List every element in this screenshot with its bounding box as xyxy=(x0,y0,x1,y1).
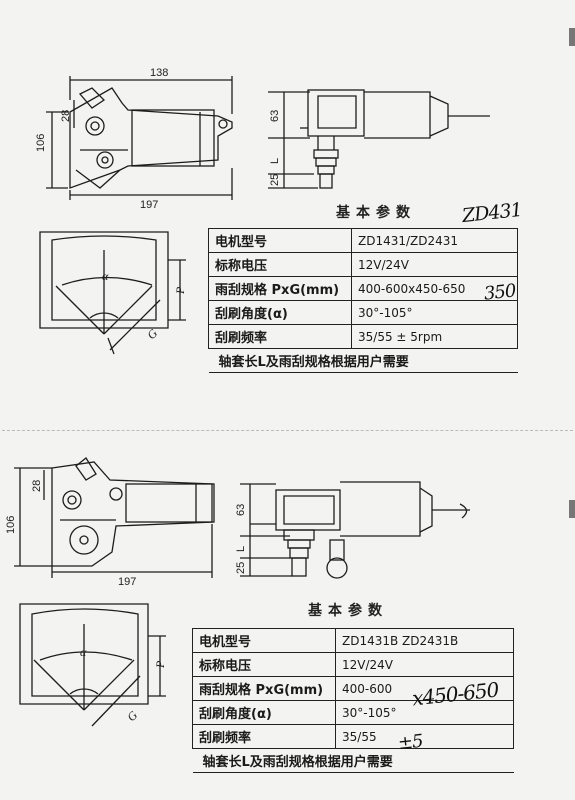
dim-side-25-1: 25 xyxy=(269,174,281,186)
row-value-voltage: 12V/24V xyxy=(351,252,518,277)
dim-28-2: 28 xyxy=(31,480,43,492)
row-label-wipe-angle: 刮刷角度(α) xyxy=(208,300,352,325)
table-row: 刮刷频率 35/55 ± 5rpm xyxy=(208,324,518,349)
scan-edge-mark xyxy=(569,28,575,46)
row-label-wiper-size: 雨刮规格 PxG(mm) xyxy=(208,276,352,301)
row-label-wiper-size: 雨刮规格 PxG(mm) xyxy=(192,676,336,701)
table-row: 刮刷频率 35/55 xyxy=(192,724,514,749)
dim-side-L-1: L xyxy=(269,158,281,164)
dim-side-L-2: L xyxy=(235,546,247,552)
angle-alpha-label-1: α xyxy=(102,269,109,283)
spec-note-2: 轴套长L及雨刮规格根据用户需要 xyxy=(192,748,514,773)
motor-front-view-1 xyxy=(46,76,233,200)
row-label-wipe-frequency: 刮刷频率 xyxy=(192,724,336,749)
dim-P-label-1: P xyxy=(173,286,187,295)
spec-note-1: 轴套长L及雨刮规格根据用户需要 xyxy=(208,348,518,373)
dim-side-63-1: 63 xyxy=(269,110,281,122)
handwritten-size-note-1: 350 xyxy=(482,280,517,305)
motor-front-view-2 xyxy=(14,457,215,578)
spec-table-2: 电机型号 ZD1431B ZD2431B 标称电压 12V/24V 雨刮规格 P… xyxy=(192,628,514,773)
table-row: 电机型号 ZD1431B ZD2431B xyxy=(192,628,514,653)
table-row: 电机型号 ZD1431/ZD2431 xyxy=(208,228,518,253)
dim-width-bottom-1: 197 xyxy=(140,199,158,211)
row-label-model: 电机型号 xyxy=(208,228,352,253)
spec-table-1: 电机型号 ZD1431/ZD2431 标称电压 12V/24V 雨刮规格 PxG… xyxy=(208,228,518,373)
row-label-wipe-angle: 刮刷角度(α) xyxy=(192,700,336,725)
section-divider xyxy=(2,430,573,431)
row-value-wipe-angle: 30°-105° xyxy=(351,300,518,325)
row-label-wipe-frequency: 刮刷频率 xyxy=(208,324,352,349)
wiper-sweep-diagram-2 xyxy=(19,603,166,727)
table-row: 轴套长L及雨刮规格根据用户需要 xyxy=(192,748,514,773)
motor-side-view-2 xyxy=(240,481,470,579)
spec-caption-2: 基本参数 xyxy=(308,603,388,619)
table-row: 标称电压 12V/24V xyxy=(192,652,514,677)
dim-side-63-2: 63 xyxy=(235,504,247,516)
row-value-wipe-frequency: 35/55 ± 5rpm xyxy=(351,324,518,349)
dim-28-1: 28 xyxy=(60,110,72,122)
angle-alpha-label-2: α xyxy=(80,645,87,659)
table-row: 刮刷角度(α) 30°-105° xyxy=(192,700,514,725)
row-value-wipe-frequency: 35/55 xyxy=(335,724,514,749)
table-row: 标称电压 12V/24V xyxy=(208,252,518,277)
row-value-wipe-angle: 30°-105° xyxy=(335,700,514,725)
row-value-voltage: 12V/24V xyxy=(335,652,514,677)
dim-width-bottom-2: 197 xyxy=(118,576,136,588)
dim-G-label-2: G xyxy=(124,708,140,724)
row-label-voltage: 标称电压 xyxy=(192,652,336,677)
motor-side-view-1 xyxy=(268,89,490,189)
dim-side-25-2: 25 xyxy=(235,562,247,574)
dim-height-left-1: 106 xyxy=(35,134,47,152)
spec-caption-1: 基本参数 xyxy=(336,205,416,221)
row-label-voltage: 标称电压 xyxy=(208,252,352,277)
handwritten-frequency-note-2: ±5 xyxy=(396,730,424,755)
row-label-model: 电机型号 xyxy=(192,628,336,653)
table-row: 雨刮规格 PxG(mm) 400-600x450-650 xyxy=(208,276,518,301)
dim-width-top-1: 138 xyxy=(150,67,168,79)
table-row: 刮刷角度(α) 30°-105° xyxy=(208,300,518,325)
table-row: 轴套长L及雨刮规格根据用户需要 xyxy=(208,348,518,373)
scan-edge-mark xyxy=(569,500,575,518)
row-value-model: ZD1431B ZD2431B xyxy=(335,628,514,653)
dim-P-label-2: P xyxy=(153,660,167,669)
wiper-sweep-diagram-1 xyxy=(39,231,186,355)
row-value-model: ZD1431/ZD2431 xyxy=(351,228,518,253)
dim-height-left-2: 106 xyxy=(5,516,17,534)
